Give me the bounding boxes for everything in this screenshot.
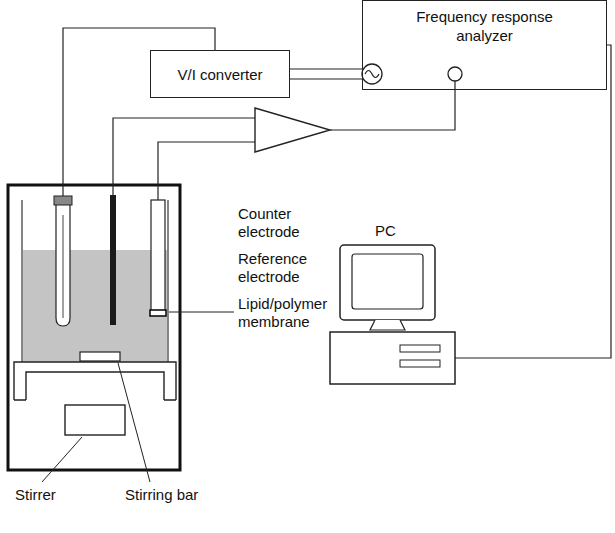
wire: [330, 81, 455, 130]
wire: [158, 142, 255, 200]
membrane-electrode: [150, 200, 166, 316]
box-text: V/I converter: [177, 65, 262, 84]
instrument-box: Frequency response analyzer: [362, 0, 607, 90]
part-label: Counter electrode: [238, 205, 333, 241]
part-label: Lipid/polymer membrane: [238, 295, 348, 331]
beaker-wall: [21, 200, 22, 362]
rod-electrode: [110, 195, 116, 325]
part-label: Reference electrode: [238, 250, 333, 286]
part-label: PC: [375, 222, 396, 240]
solution: [23, 250, 167, 362]
part-label: Stirring bar: [125, 486, 198, 504]
leader-line: [42, 437, 82, 482]
pc-icon: [330, 245, 455, 384]
stirrer-box: [65, 405, 125, 435]
wire: [113, 118, 255, 195]
box-text: Frequency response analyzer: [405, 7, 565, 45]
signal-source: [362, 64, 382, 84]
stirring-bar: [80, 352, 120, 361]
stirrer-stage: [14, 362, 176, 400]
housing-box: [8, 185, 180, 470]
beaker-wall: [167, 200, 168, 362]
sine-symbol: [365, 71, 379, 78]
wire: [63, 28, 215, 196]
leader-line: [118, 363, 150, 482]
input-terminal: [448, 67, 462, 81]
converter-box: V/I converter: [150, 50, 290, 98]
signal-wires: [290, 69, 362, 79]
wire: [455, 45, 611, 358]
amplifier-symbol: [255, 108, 330, 152]
leader-line: [169, 312, 234, 313]
tube-electrode: [54, 196, 72, 326]
part-label: Stirrer: [15, 486, 56, 504]
